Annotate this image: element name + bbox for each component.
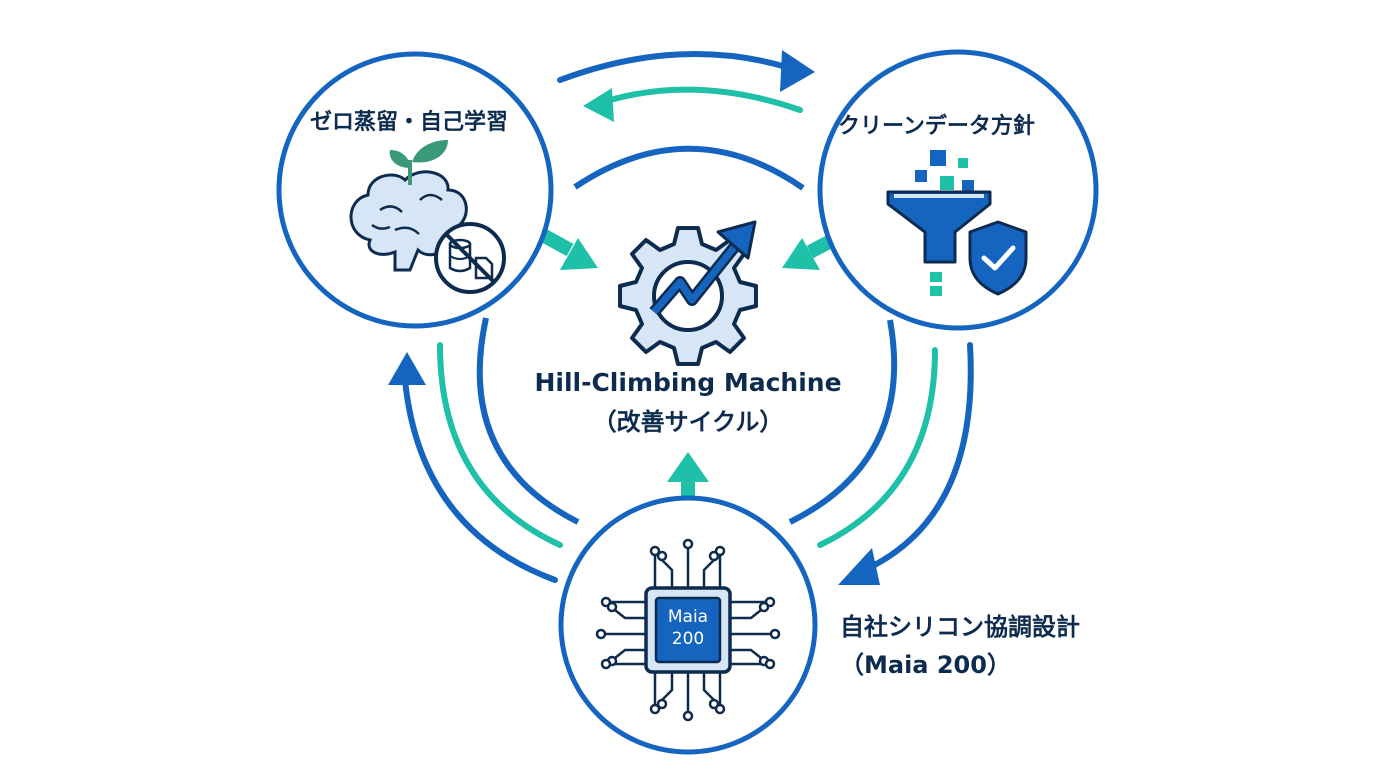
chip-label-line2: 200 <box>671 629 705 649</box>
center-subtitle: （改善サイクル） <box>592 408 784 436</box>
shield-check-icon <box>968 220 1028 296</box>
funnel-data-icon <box>886 150 992 296</box>
node-label-bottom-line1: 自社シリコン協調設計 <box>840 613 1080 641</box>
inner-arrows <box>437 86 938 548</box>
node-circle-top-right <box>817 49 1099 331</box>
node-label-bottom: 自社シリコン協調設計 （Maia 200） <box>840 608 1080 684</box>
cycle-ring <box>476 145 898 525</box>
node-label-bottom-line2: （Maia 200） <box>840 651 1011 679</box>
chip-label-line1: Maia <box>667 607 709 627</box>
gear-growth-icon <box>618 220 758 366</box>
chip-label: Maia 200 <box>656 606 720 650</box>
inner-arrowheads <box>583 88 614 122</box>
outer-arrows <box>402 51 974 583</box>
center-title: Hill-Climbing Machine <box>534 368 842 397</box>
chip-icon <box>595 538 781 722</box>
node-title-top-left: ゼロ蒸留・自己学習 <box>310 110 509 135</box>
no-data-icon <box>434 222 506 294</box>
outer-arrowheads <box>388 50 880 585</box>
node-title-top-right: クリーンデータ方針 <box>838 114 1035 139</box>
chip-die <box>654 596 722 664</box>
